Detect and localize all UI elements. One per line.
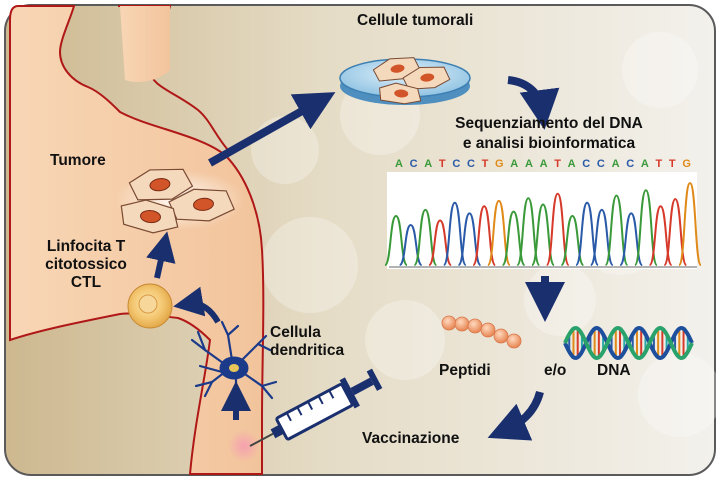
- label-sequenziamento-line2: e analisi bioinformatica: [462, 135, 636, 152]
- dna-helix: [563, 325, 694, 361]
- arrow-tumor-to-culture: [208, 92, 336, 167]
- sequence-base: A: [539, 158, 548, 170]
- peptide-chain: [441, 315, 522, 349]
- injection-site: [228, 430, 260, 462]
- label-peptidi: Peptidi: [439, 362, 491, 379]
- sequence-base: A: [567, 158, 576, 170]
- sequence-base: T: [438, 158, 446, 170]
- sequence-base: C: [452, 158, 461, 170]
- sequence-base: A: [640, 158, 649, 170]
- sequence-base: G: [682, 158, 691, 170]
- chromatogram-peak: [678, 182, 702, 266]
- label-e-o: e/o: [544, 362, 567, 379]
- dendritic-cell: [190, 320, 278, 408]
- ctl-cell: [127, 283, 173, 329]
- chromatogram-peak: [545, 192, 570, 266]
- sequence-base: C: [582, 158, 591, 170]
- dna-strand: [563, 325, 694, 361]
- sequence-base: C: [626, 158, 635, 170]
- label-tumore: Tumore: [50, 152, 106, 169]
- label-dna: DNA: [597, 362, 631, 379]
- label-cellule-tumorali: Cellule tumorali: [357, 12, 474, 29]
- sequence-base: T: [481, 158, 489, 170]
- arrow-antigens-to-vaccination: [487, 390, 544, 441]
- human-torso: [9, 5, 265, 475]
- arrow-culture-to-sequencing: [507, 76, 560, 130]
- flow-arrows: [146, 76, 565, 441]
- petri-dish: [339, 57, 471, 105]
- sequence-base: C: [466, 158, 475, 170]
- label-linfocita-line2: citotossico: [45, 256, 127, 273]
- label-cellula-line2: dendritica: [270, 342, 345, 359]
- tumor-cells: [115, 168, 245, 234]
- arrow-dendritic-to-ctl: [173, 286, 221, 324]
- sequence-base: T: [668, 158, 676, 170]
- sequence-base: A: [424, 158, 433, 170]
- label-cellula-line1: Cellula: [270, 324, 321, 341]
- sequence-base: G: [495, 158, 504, 170]
- sequence-base: A: [510, 158, 519, 170]
- label-linfocita-line1: Linfocita T: [46, 238, 126, 255]
- syringe: [249, 368, 383, 447]
- sequence-base: A: [395, 158, 403, 170]
- sequence-base: T: [554, 158, 561, 170]
- sequence-base: T: [655, 158, 663, 170]
- sequence-base: A: [611, 158, 620, 170]
- arrow-ctl-to-tumor: [146, 231, 176, 279]
- sequence-base: C: [596, 158, 605, 170]
- sequence-base: A: [524, 158, 533, 170]
- label-linfocita-line3: CTL: [70, 274, 102, 291]
- chromatogram: [384, 172, 702, 269]
- sequence-base: C: [409, 158, 418, 170]
- label-sequenziamento-line1: Sequenziamento del DNA: [455, 115, 643, 132]
- label-vaccinazione: Vaccinazione: [362, 430, 460, 447]
